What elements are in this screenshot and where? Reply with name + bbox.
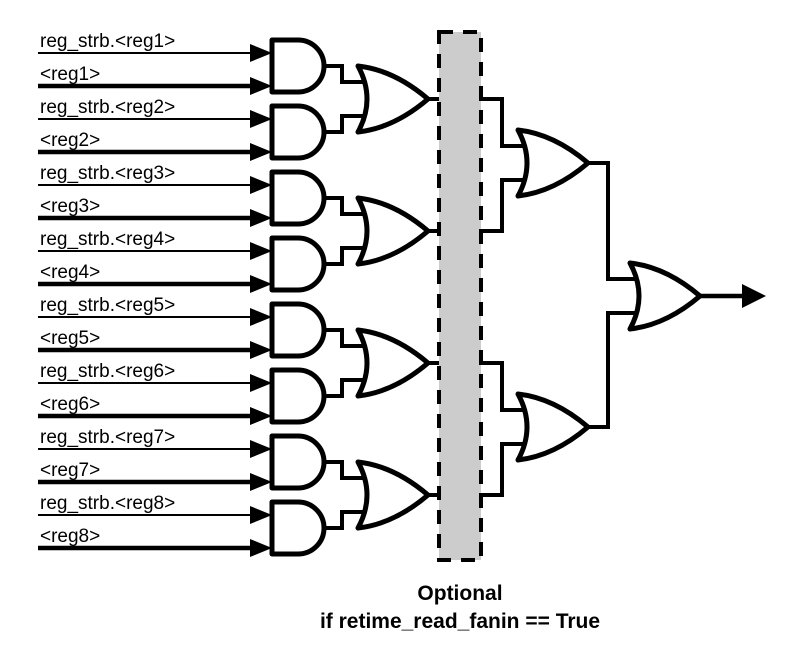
input-arrow-strobe-1 xyxy=(250,44,272,62)
input-label-data-4: <reg4> xyxy=(40,262,100,283)
and-gate-5[interactable] xyxy=(272,304,324,356)
wire-and2-to-or1 xyxy=(324,114,364,134)
wire-or-l2-1-to-final xyxy=(588,161,636,281)
optional-retime-register[interactable] xyxy=(437,30,483,562)
input-label-data-1: <reg1> xyxy=(40,64,100,85)
wire-or-l2-2-to-final xyxy=(588,311,636,429)
input-arrow-strobe-7 xyxy=(250,440,272,458)
input-arrow-data-5 xyxy=(250,341,272,359)
input-arrow-data-3 xyxy=(250,209,272,227)
input-label-data-7: <reg7> xyxy=(40,460,100,481)
input-arrow-data-6 xyxy=(250,407,272,425)
input-arrow-strobe-4 xyxy=(250,242,272,260)
wire-and4-to-or2 xyxy=(324,246,364,266)
input-label-strobe-5: reg_strb.<reg5> xyxy=(40,295,175,316)
input-label-data-2: <reg2> xyxy=(40,130,100,151)
input-arrow-strobe-2 xyxy=(250,110,272,128)
wire-and1-to-or1 xyxy=(324,64,364,84)
and-gates-group xyxy=(272,40,324,554)
or-gates-level1-group xyxy=(358,66,428,528)
wire-reg2-to-or-l2-1 xyxy=(479,178,524,233)
input-label-strobe-7: reg_strb.<reg7> xyxy=(40,427,175,448)
input-arrow-strobe-3 xyxy=(250,176,272,194)
or-gate-l1-2[interactable] xyxy=(358,198,428,264)
or-l2-to-final-wires xyxy=(588,161,636,429)
or-gate-l2-2[interactable] xyxy=(518,394,588,460)
input-label-strobe-3: reg_strb.<reg3> xyxy=(40,163,175,184)
output-wire-group xyxy=(700,284,766,308)
and-gate-8[interactable] xyxy=(272,502,324,554)
reg-to-or-l2-wires xyxy=(479,97,524,497)
input-arrow-data-1 xyxy=(250,77,272,95)
input-label-strobe-1: reg_strb.<reg1> xyxy=(40,31,175,52)
input-arrow-strobe-8 xyxy=(250,506,272,524)
or-gate-l1-1[interactable] xyxy=(358,66,428,132)
wire-and5-to-or3 xyxy=(324,328,364,348)
and-gate-1[interactable] xyxy=(272,40,324,92)
and-to-or-l1-wires xyxy=(324,64,364,530)
output-arrow-icon xyxy=(742,284,766,308)
input-arrow-data-4 xyxy=(250,275,272,293)
input-arrow-strobe-6 xyxy=(250,374,272,392)
wire-reg3-to-or-l2-2 xyxy=(479,361,524,412)
caption-line-1: Optional xyxy=(417,582,502,605)
and-gate-4[interactable] xyxy=(272,238,324,290)
and-gate-6[interactable] xyxy=(272,370,324,422)
input-label-data-8: <reg8> xyxy=(40,526,100,547)
wire-reg4-to-or-l2-2 xyxy=(479,442,524,497)
and-gate-7[interactable] xyxy=(272,436,324,488)
input-label-strobe-4: reg_strb.<reg4> xyxy=(40,229,175,250)
or-gate-output[interactable] xyxy=(630,263,700,329)
input-label-strobe-8: reg_strb.<reg8> xyxy=(40,493,175,514)
wire-reg1-to-or-l2-1 xyxy=(479,97,524,148)
input-label-data-3: <reg3> xyxy=(40,196,100,217)
input-arrow-strobe-5 xyxy=(250,308,272,326)
or-gate-l1-3[interactable] xyxy=(358,330,428,396)
wire-and8-to-or4 xyxy=(324,510,364,530)
input-label-strobe-6: reg_strb.<reg6> xyxy=(40,361,175,382)
input-label-data-5: <reg5> xyxy=(40,328,100,349)
wire-and6-to-or3 xyxy=(324,378,364,398)
or-gate-l2-1[interactable] xyxy=(518,130,588,196)
input-label-data-6: <reg6> xyxy=(40,394,100,415)
input-arrow-data-7 xyxy=(250,473,272,491)
wire-and7-to-or4 xyxy=(324,460,364,480)
input-labels-group: reg_strb.<reg1> <reg1> reg_strb.<reg2> <… xyxy=(40,31,175,547)
or-gates-level2-group xyxy=(518,130,588,460)
or-gate-l1-4[interactable] xyxy=(358,462,428,528)
caption-group: Optional if retime_read_fanin == True xyxy=(320,582,600,633)
wire-and3-to-or2 xyxy=(324,196,364,216)
input-wires-group xyxy=(38,44,272,557)
caption-line-2: if retime_read_fanin == True xyxy=(320,610,600,633)
and-gate-3[interactable] xyxy=(272,172,324,224)
input-label-strobe-2: reg_strb.<reg2> xyxy=(40,97,175,118)
input-arrow-data-8 xyxy=(250,539,272,557)
input-arrow-data-2 xyxy=(250,143,272,161)
and-gate-2[interactable] xyxy=(272,106,324,158)
